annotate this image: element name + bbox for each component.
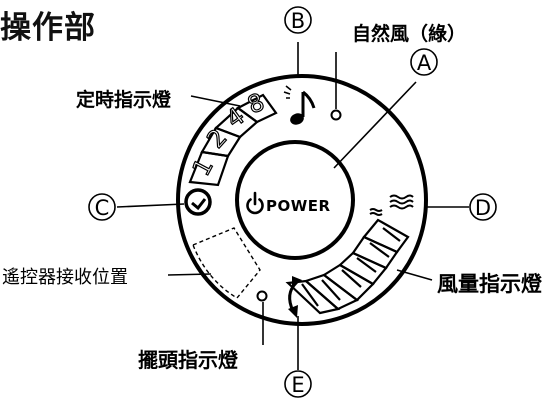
leader-lines [116,42,469,370]
timer-cell [235,93,278,124]
outer-dial-ring [176,74,428,326]
timer-indicator-label: 定時指示燈 [76,89,172,111]
marker-b: B [284,6,312,34]
remote-receiver-area [192,227,261,299]
marker-e: E [284,370,312,398]
speed-indicator-bars [285,218,410,315]
swing-led [256,290,268,302]
swing-indicator-label: 擺頭指示燈 [138,348,238,372]
swing-arrow-icon[interactable] [288,276,302,318]
marker-c: C [88,193,116,221]
svg-text:D: D [475,196,491,220]
power-icon [246,191,264,215]
timer-number-4: 4 [221,102,250,134]
speed-indicator-label: 風量指示燈 [437,272,542,296]
natural-wind-led [330,109,342,121]
marker-a: A [410,48,438,76]
power-button-ring[interactable] [235,140,355,260]
music-note-icon[interactable] [283,85,316,127]
svg-text:C: C [95,196,110,220]
natural-wind-label: 自然風（綠） [352,23,467,45]
svg-text:E: E [291,373,304,397]
page-title: 操作部 [0,10,96,46]
svg-text:A: A [417,51,432,75]
wind-waves-icon[interactable] [369,194,414,216]
timer-number-cells [188,93,278,187]
power-label: POWER [266,197,331,215]
remote-receiver-label: 遙控器接收位置 [2,267,128,288]
marker-d: D [469,193,497,221]
svg-text:B: B [291,9,305,33]
clock-icon[interactable] [184,188,212,216]
speed-bar [285,279,341,315]
